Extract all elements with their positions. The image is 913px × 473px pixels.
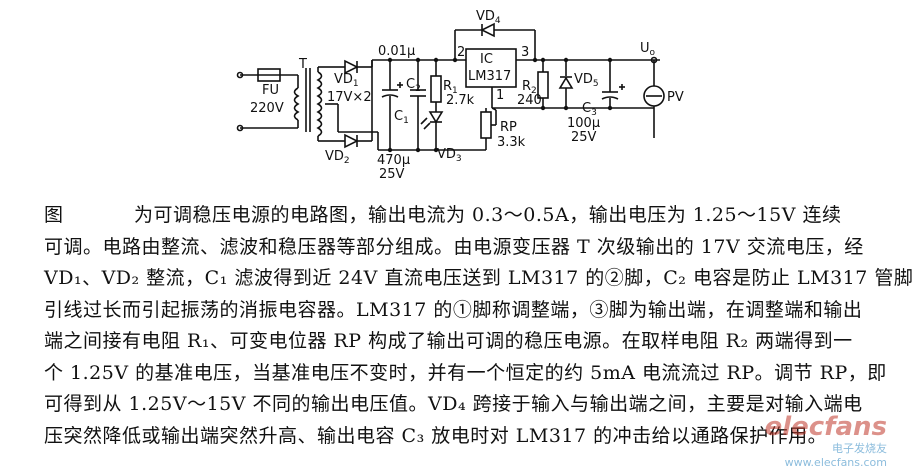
label-r2-value: 240 bbox=[517, 93, 542, 108]
mains-terminal-bottom bbox=[236, 124, 244, 132]
description-line-6: 个 1.25V 的基准电压，当基准电压不变时，并有一个恒定的约 5mA 电流流过… bbox=[44, 361, 887, 384]
watermark: elecfans 电子发烧友 www.elecfans.com bbox=[765, 414, 887, 469]
description-line-5: 端之间接有电阻 R₁、可变电位器 RP 构成了输出可调的稳压电源。在取样电阻 R… bbox=[44, 330, 853, 352]
description-line-8: 压突然降低或输出端突然升高、输出电容 C₃ 放电时对 LM317 的冲击给以通路… bbox=[44, 424, 828, 447]
label-mains: 220V bbox=[250, 101, 284, 116]
fuse-symbol bbox=[257, 68, 281, 82]
label-ic-part: LM317 bbox=[468, 69, 511, 84]
label-c3-voltage: 25V bbox=[571, 130, 597, 145]
label-transformer: T bbox=[298, 57, 307, 72]
label-c2-value: 0.01μ bbox=[378, 44, 415, 59]
diode-vd1 bbox=[344, 59, 359, 75]
diode-vd4 bbox=[480, 22, 495, 38]
label-c1: C1 bbox=[394, 109, 409, 126]
description-line-3: VD₁、VD₂ 整流，C₁ 滤波得到近 24V 直流电压送到 LM317 的②脚… bbox=[44, 267, 913, 289]
label-pin3: 3 bbox=[521, 45, 529, 60]
diode-vd2 bbox=[344, 133, 359, 149]
label-pin2: 2 bbox=[457, 45, 465, 60]
label-output: Uo bbox=[640, 41, 656, 58]
label-r2: R2 bbox=[522, 79, 537, 96]
label-rp-value: 3.3k bbox=[497, 135, 526, 150]
label-c1-value: 470μ bbox=[377, 153, 410, 168]
circuit-description: 图为可调稳压电源的电路图，输出电流为 0.3～0.5A，输出电压为 1.25～1… bbox=[44, 200, 913, 452]
label-vd2: VD2 bbox=[325, 149, 350, 166]
circuit-diagram: FU 220V T VD1 17V×2 VD2 0.01μ C1 470μ 25… bbox=[236, 9, 684, 182]
potentiometer-rp bbox=[480, 111, 492, 139]
label-vd3: VD3 bbox=[437, 147, 462, 164]
label-ic-title: IC bbox=[480, 52, 493, 67]
output-terminal bbox=[650, 56, 658, 64]
label-c1-voltage: 25V bbox=[379, 167, 405, 182]
ic-lm317 bbox=[465, 48, 517, 88]
transformer-primary bbox=[293, 87, 300, 121]
label-vd5: VD5 bbox=[574, 72, 599, 89]
description-line-4: 引线过长而引起振荡的消振电容器。LM317 的①脚称调整端，③脚为输出端，在调整… bbox=[44, 298, 863, 321]
description-line-1: 图为可调稳压电源的电路图，输出电流为 0.3～0.5A，输出电压为 1.25～1… bbox=[44, 200, 892, 232]
label-meter: PV bbox=[667, 90, 684, 105]
watermark-url: www.elecfans.com bbox=[784, 456, 887, 469]
label-pin1: 1 bbox=[496, 88, 504, 103]
label-c2: C2 bbox=[406, 77, 421, 94]
mains-terminal-top bbox=[236, 71, 244, 79]
label-fuse: FU bbox=[262, 83, 279, 98]
transformer-secondary bbox=[316, 71, 323, 137]
diode-vd5 bbox=[558, 76, 574, 89]
label-vd1: VD1 bbox=[334, 72, 359, 89]
label-c3-value: 100μ bbox=[567, 116, 600, 131]
label-vd4: VD4 bbox=[476, 9, 501, 26]
watermark-site: 电子发烧友 bbox=[832, 442, 887, 455]
label-rp: RP bbox=[500, 120, 517, 135]
description-line-7: 可得到从 1.25V～15V 不同的输出电压值。VD₄ 跨接于输入与输出端之间，… bbox=[44, 393, 863, 415]
watermark-logo: elecfans bbox=[764, 412, 887, 442]
label-r1-value: 2.7k bbox=[446, 93, 475, 108]
label-r1: R1 bbox=[443, 79, 458, 96]
figure-label: 图 bbox=[44, 204, 64, 226]
led-vd3 bbox=[428, 111, 444, 124]
resistor-r1 bbox=[430, 75, 442, 103]
label-c3: C3 bbox=[582, 101, 597, 118]
label-secondary: 17V×2 bbox=[327, 90, 372, 105]
description-line-2: 可调。电路由整流、滤波和稳压器等部分组成。由电源变压器 T 次级输出的 17V … bbox=[44, 235, 864, 258]
